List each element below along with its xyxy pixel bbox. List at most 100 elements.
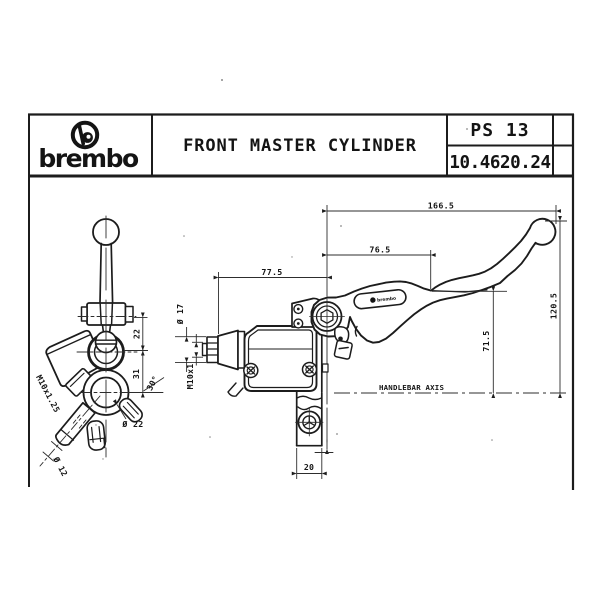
dim-pivot-to-joint: 76.5 — [322, 245, 436, 289]
mirror-boss-end-line — [60, 429, 75, 441]
lid-screw-right — [301, 361, 318, 378]
clamp-bolt-crosshair — [295, 408, 324, 437]
dim-label: Ø 17 — [175, 304, 185, 326]
dim-clamp-width: 20 — [291, 448, 327, 479]
cam-arm — [333, 325, 358, 360]
screw-head-inner — [305, 365, 314, 374]
adjuster-knob — [206, 336, 219, 364]
boot-flange — [237, 330, 246, 369]
scan-speckle — [95, 424, 97, 426]
pivot-crosshair — [309, 298, 345, 335]
drawing-title: FRONT MASTER CYLINDER — [183, 136, 417, 156]
dim-mirror-tip-diameter: Ø 12 — [51, 454, 70, 478]
reservoir-lid-seam — [47, 333, 92, 355]
dim-rod-thread: M10x1 — [185, 334, 203, 389]
dimensions: 166.5 76.5 77.5 120.5 71.5 HANDL — [34, 201, 570, 479]
roundel-ring — [70, 120, 100, 150]
dim-lever-rise: 71.5 — [432, 286, 507, 398]
clamp-lug-lower-right — [118, 397, 143, 423]
screw-head-inner — [246, 366, 255, 375]
front-view: brembo — [201, 217, 557, 454]
handlebar-axis-label: HANDLEBAR AXIS — [379, 383, 444, 392]
angle-ray — [143, 377, 165, 392]
dim-lever-angle: 30° — [143, 374, 165, 393]
phillips-cross-icon — [246, 366, 256, 375]
lever-badge-slot: brembo — [353, 288, 407, 310]
dim-boot-diameter: Ø 17 — [175, 304, 206, 372]
brembo-roundel-icon — [70, 120, 100, 150]
scan-speckle — [340, 225, 342, 227]
dim-label: 30° — [144, 374, 160, 392]
roundel-stem — [77, 124, 85, 146]
lever-front-view: brembo — [309, 217, 557, 360]
dim-handlebar-bore: Ø 22 — [112, 399, 143, 429]
scan-speckle — [209, 436, 211, 438]
clamp-lug-slot-right — [122, 401, 139, 419]
clamp-end-view — [39, 367, 164, 467]
dim-label: 77.5 — [261, 267, 282, 277]
lever-blade-left-edge — [99, 242, 103, 304]
clamp-saddle-1 — [296, 395, 323, 401]
cam-hook — [354, 325, 358, 337]
dim-label: M10x1 — [185, 364, 195, 390]
dim-label: 31 — [131, 369, 141, 379]
roundel-bowl-center — [86, 134, 91, 139]
dim-label: 166.5 — [428, 201, 454, 211]
dim-label: 76.5 — [369, 245, 390, 255]
reservoir-outline — [243, 325, 318, 392]
dim-label: 22 — [132, 329, 142, 339]
mirror-boss-hidden-thread — [72, 414, 87, 429]
scan-speckle — [102, 458, 104, 460]
end-view — [39, 215, 164, 467]
dim-label: 71.5 — [481, 330, 491, 351]
knob-ridges — [207, 342, 218, 356]
dim-tip-height: 120.5 — [545, 216, 567, 398]
mirror-boss-ticks — [42, 441, 63, 462]
leader-line — [112, 399, 127, 420]
reservoir-inner-line — [247, 329, 314, 389]
handlebar-axis: HANDLEBAR AXIS — [334, 383, 570, 394]
brembo-logo: brembo — [38, 120, 140, 173]
piston-boot — [201, 329, 246, 371]
blade-through-block — [99, 303, 114, 325]
scan-speckle — [183, 235, 185, 237]
dim-label: Ø 22 — [121, 419, 143, 429]
reservoir-front-view — [227, 325, 318, 397]
dim-label: 120.5 — [549, 293, 559, 319]
clamp-front-view — [295, 329, 324, 447]
lever-blade-right-edge — [110, 242, 114, 304]
scan-speckle — [336, 433, 338, 435]
model-code: PS 13 — [470, 120, 529, 141]
scan-speckle — [291, 256, 293, 258]
brand-wordmark: brembo — [38, 144, 139, 173]
mirror-boss-centerline — [39, 395, 101, 467]
clamp-lug-cap — [89, 437, 106, 449]
bracket-screw-dot — [296, 322, 300, 325]
dim-label: 20 — [304, 462, 314, 472]
lever-outline — [310, 217, 557, 344]
pivot-boss — [309, 298, 345, 335]
dim-body-length: 77.5 — [213, 267, 332, 334]
sheet-frame — [28, 113, 575, 490]
part-number: 10.4620.24 — [449, 153, 550, 173]
bracket-screw-dot — [296, 307, 300, 311]
rubber-boot — [217, 329, 239, 371]
phillips-cross-icon — [305, 365, 314, 374]
clamp-lug-upper-line — [69, 372, 85, 387]
scan-speckles — [95, 79, 493, 460]
scan-speckle — [466, 128, 468, 130]
bracket-screw-top — [293, 303, 304, 315]
badge-text: brembo — [377, 296, 397, 304]
lid-screw-left — [243, 362, 259, 379]
perch-tab-left — [80, 306, 88, 322]
cam-pad-hatch — [338, 346, 349, 350]
scan-speckle — [491, 439, 493, 441]
cam-pad — [333, 339, 353, 360]
clamp-saddle-2 — [297, 405, 322, 411]
badge-capsule — [353, 288, 407, 310]
scan-speckle — [221, 79, 223, 81]
perch-tab-right — [124, 305, 134, 323]
badge-roundel-icon — [370, 297, 376, 303]
